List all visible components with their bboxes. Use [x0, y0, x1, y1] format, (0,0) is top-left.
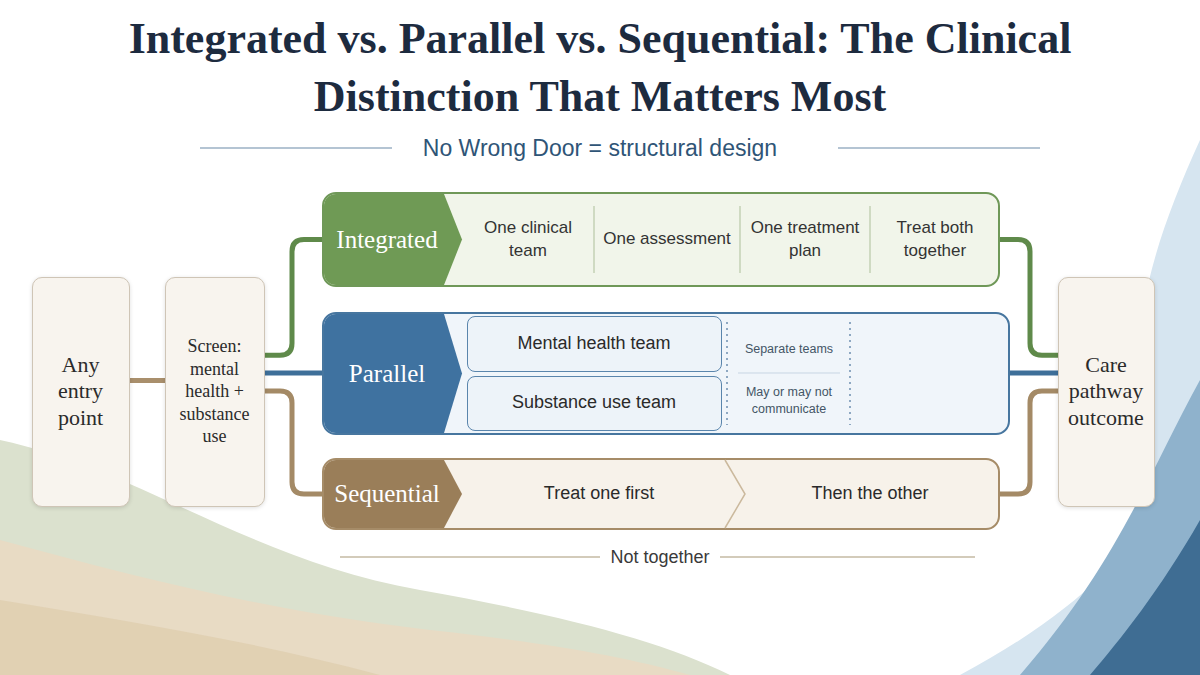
outcome-box: Care pathway outcome [1058, 277, 1155, 507]
team-box: Mental health team [467, 316, 722, 372]
rule-line [720, 556, 975, 557]
model-band: IntegratedOne clinical teamOne assessmen… [322, 192, 1000, 287]
connector-line [265, 370, 322, 375]
note-label: Not together [560, 544, 760, 570]
team-box: Substance use team [467, 376, 722, 431]
node-text: One treatment plan [742, 194, 868, 285]
node-text: Any entry point [33, 278, 128, 505]
cell-divider [869, 206, 871, 273]
node-text: Treat one first [464, 460, 734, 528]
entry-box: Any entry point [32, 277, 130, 507]
connector-line [265, 240, 322, 356]
dark-blue-wave [1090, 520, 1200, 675]
node-text: Screen: mental health + substance use [166, 278, 263, 505]
rule-line [340, 556, 600, 557]
connector-line [130, 378, 165, 383]
tag-chevron-shape [324, 194, 462, 285]
node-text: One assessment [596, 194, 738, 285]
model-band: SequentialTreat one firstThen the other [322, 458, 1000, 530]
node-text: Substance use team [468, 377, 720, 429]
model-name: Parallel [324, 314, 450, 433]
node-text: One clinical team [464, 194, 592, 285]
node-text: May or may not communicate [730, 376, 848, 426]
tag-chevron-shape [324, 460, 462, 528]
dotted-divider [849, 322, 851, 425]
screen-box: Screen: mental health + substance use [165, 277, 265, 507]
cell-divider [739, 206, 741, 273]
connector-line [265, 391, 322, 494]
node-text: Separate teams [730, 326, 848, 372]
sand-wave [0, 540, 690, 675]
model-band: Parallel Separate teamsMay or may not com… [322, 312, 1010, 435]
note-divider [738, 373, 840, 374]
diagram-title: Integrated vs. Parallel vs. Sequential: … [100, 10, 1100, 126]
model-name: Integrated [324, 194, 450, 285]
step-chevron [725, 460, 745, 528]
node-text: Then the other [742, 460, 998, 528]
node-text: Treat both together [872, 194, 998, 285]
cell-divider [593, 206, 595, 273]
subtitle: No Wrong Door = structural design [0, 133, 1200, 163]
connector-line [1010, 371, 1058, 376]
model-name: Sequential [324, 460, 450, 528]
rule-line [200, 147, 392, 149]
node-text: Mental health team [468, 317, 720, 370]
rule-line [838, 147, 1040, 149]
node-text: Care pathway outcome [1059, 278, 1153, 505]
dotted-divider [726, 322, 728, 425]
tag-chevron-shape [324, 314, 462, 433]
sand-shade [0, 600, 380, 675]
